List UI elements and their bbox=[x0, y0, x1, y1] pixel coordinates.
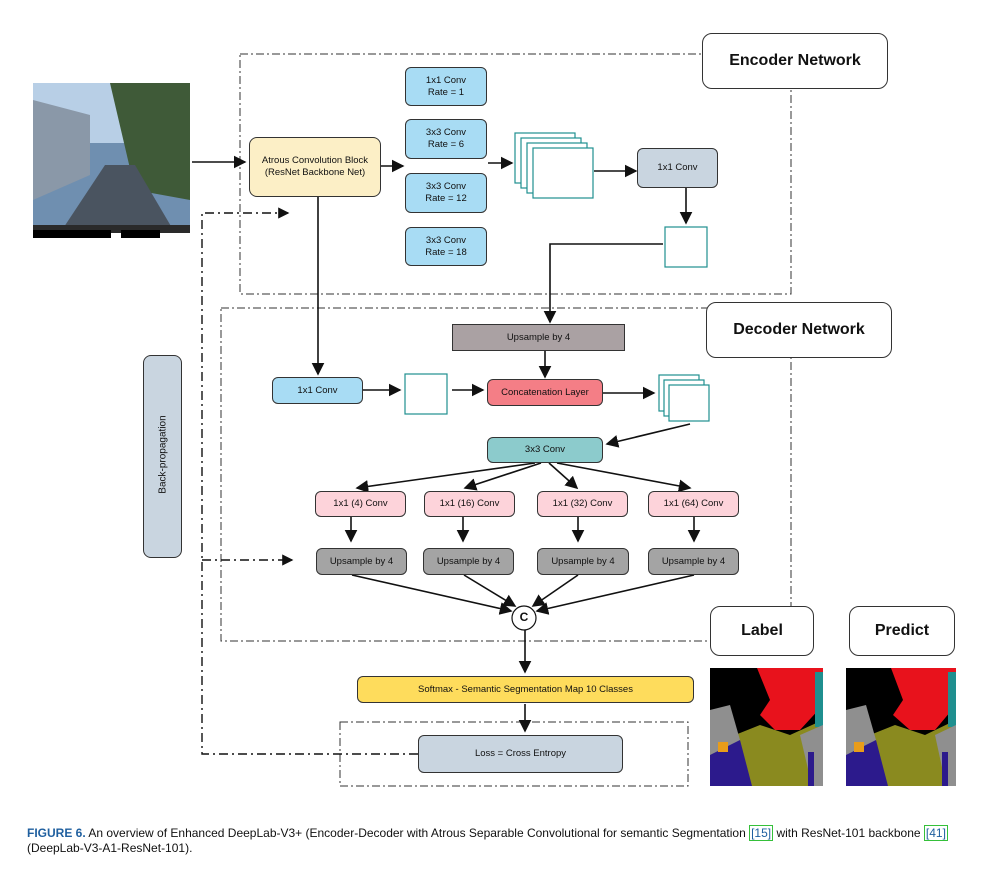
encoder-1x1-conv: 1x1 Conv bbox=[637, 148, 718, 188]
caption-text-3: (DeepLab-V3-A1-ResNet-101). bbox=[27, 841, 193, 855]
loss-box: Loss = Cross Entropy bbox=[418, 735, 623, 773]
caption-ref-15[interactable]: [15] bbox=[749, 825, 774, 841]
head-upsample-1: Upsample by 4 bbox=[316, 548, 407, 575]
encoder-output-map bbox=[664, 226, 708, 268]
head-upsample-2: Upsample by 4 bbox=[423, 548, 514, 575]
aspp-branch-rate-1: 1x1 Conv Rate = 1 bbox=[405, 67, 487, 106]
head-upsample-4: Upsample by 4 bbox=[648, 548, 739, 575]
aspp-branch-rate-12: 3x3 Conv Rate = 12 bbox=[405, 173, 487, 213]
head-conv-32: 1x1 (32) Conv bbox=[537, 491, 628, 517]
head-conv-64: 1x1 (64) Conv bbox=[648, 491, 739, 517]
low-level-map bbox=[404, 373, 448, 415]
decoder-1x1-conv: 1x1 Conv bbox=[272, 377, 363, 404]
encoder-network-title: Encoder Network bbox=[702, 33, 888, 89]
caption-ref-41[interactable]: [41] bbox=[923, 825, 948, 841]
concat-symbol: C bbox=[519, 610, 529, 624]
decoder-frame bbox=[220, 307, 792, 642]
figure-caption: FIGURE 6. An overview of Enhanced DeepLa… bbox=[27, 825, 967, 856]
back-propagation-label: Back-propagation bbox=[157, 415, 169, 494]
concat-feature-stack bbox=[658, 374, 710, 422]
aspp-branch-rate-6: 3x3 Conv Rate = 6 bbox=[405, 119, 487, 159]
decoder-3x3-conv: 3x3 Conv bbox=[487, 437, 603, 463]
caption-text-1: An overview of Enhanced DeepLab-V3+ (Enc… bbox=[88, 826, 746, 840]
aspp-branch-rate-18: 3x3 Conv Rate = 18 bbox=[405, 227, 487, 266]
concat-circle bbox=[511, 605, 537, 631]
head-conv-16: 1x1 (16) Conv bbox=[424, 491, 515, 517]
encoder-frame bbox=[239, 53, 792, 295]
decoder-upsample: Upsample by 4 bbox=[452, 324, 625, 351]
back-propagation-box bbox=[143, 355, 182, 558]
atrous-convolution-block: Atrous Convolution Block (ResNet Backbon… bbox=[249, 137, 381, 197]
head-upsample-3: Upsample by 4 bbox=[537, 548, 629, 575]
softmax-box: Softmax - Semantic Segmentation Map 10 C… bbox=[357, 676, 694, 703]
caption-label: FIGURE 6. bbox=[27, 826, 86, 840]
encoder-feature-stack bbox=[514, 132, 594, 199]
input-image bbox=[33, 83, 190, 243]
concatenation-layer: Concatenation Layer bbox=[487, 379, 603, 406]
decoder-network-title: Decoder Network bbox=[706, 302, 892, 358]
predict-segmentation-image bbox=[846, 668, 956, 786]
predict-title: Predict bbox=[849, 606, 955, 656]
label-title: Label bbox=[710, 606, 814, 656]
head-conv-4: 1x1 (4) Conv bbox=[315, 491, 406, 517]
caption-text-2: with ResNet-101 backbone bbox=[776, 826, 921, 840]
label-segmentation-image bbox=[710, 668, 823, 786]
